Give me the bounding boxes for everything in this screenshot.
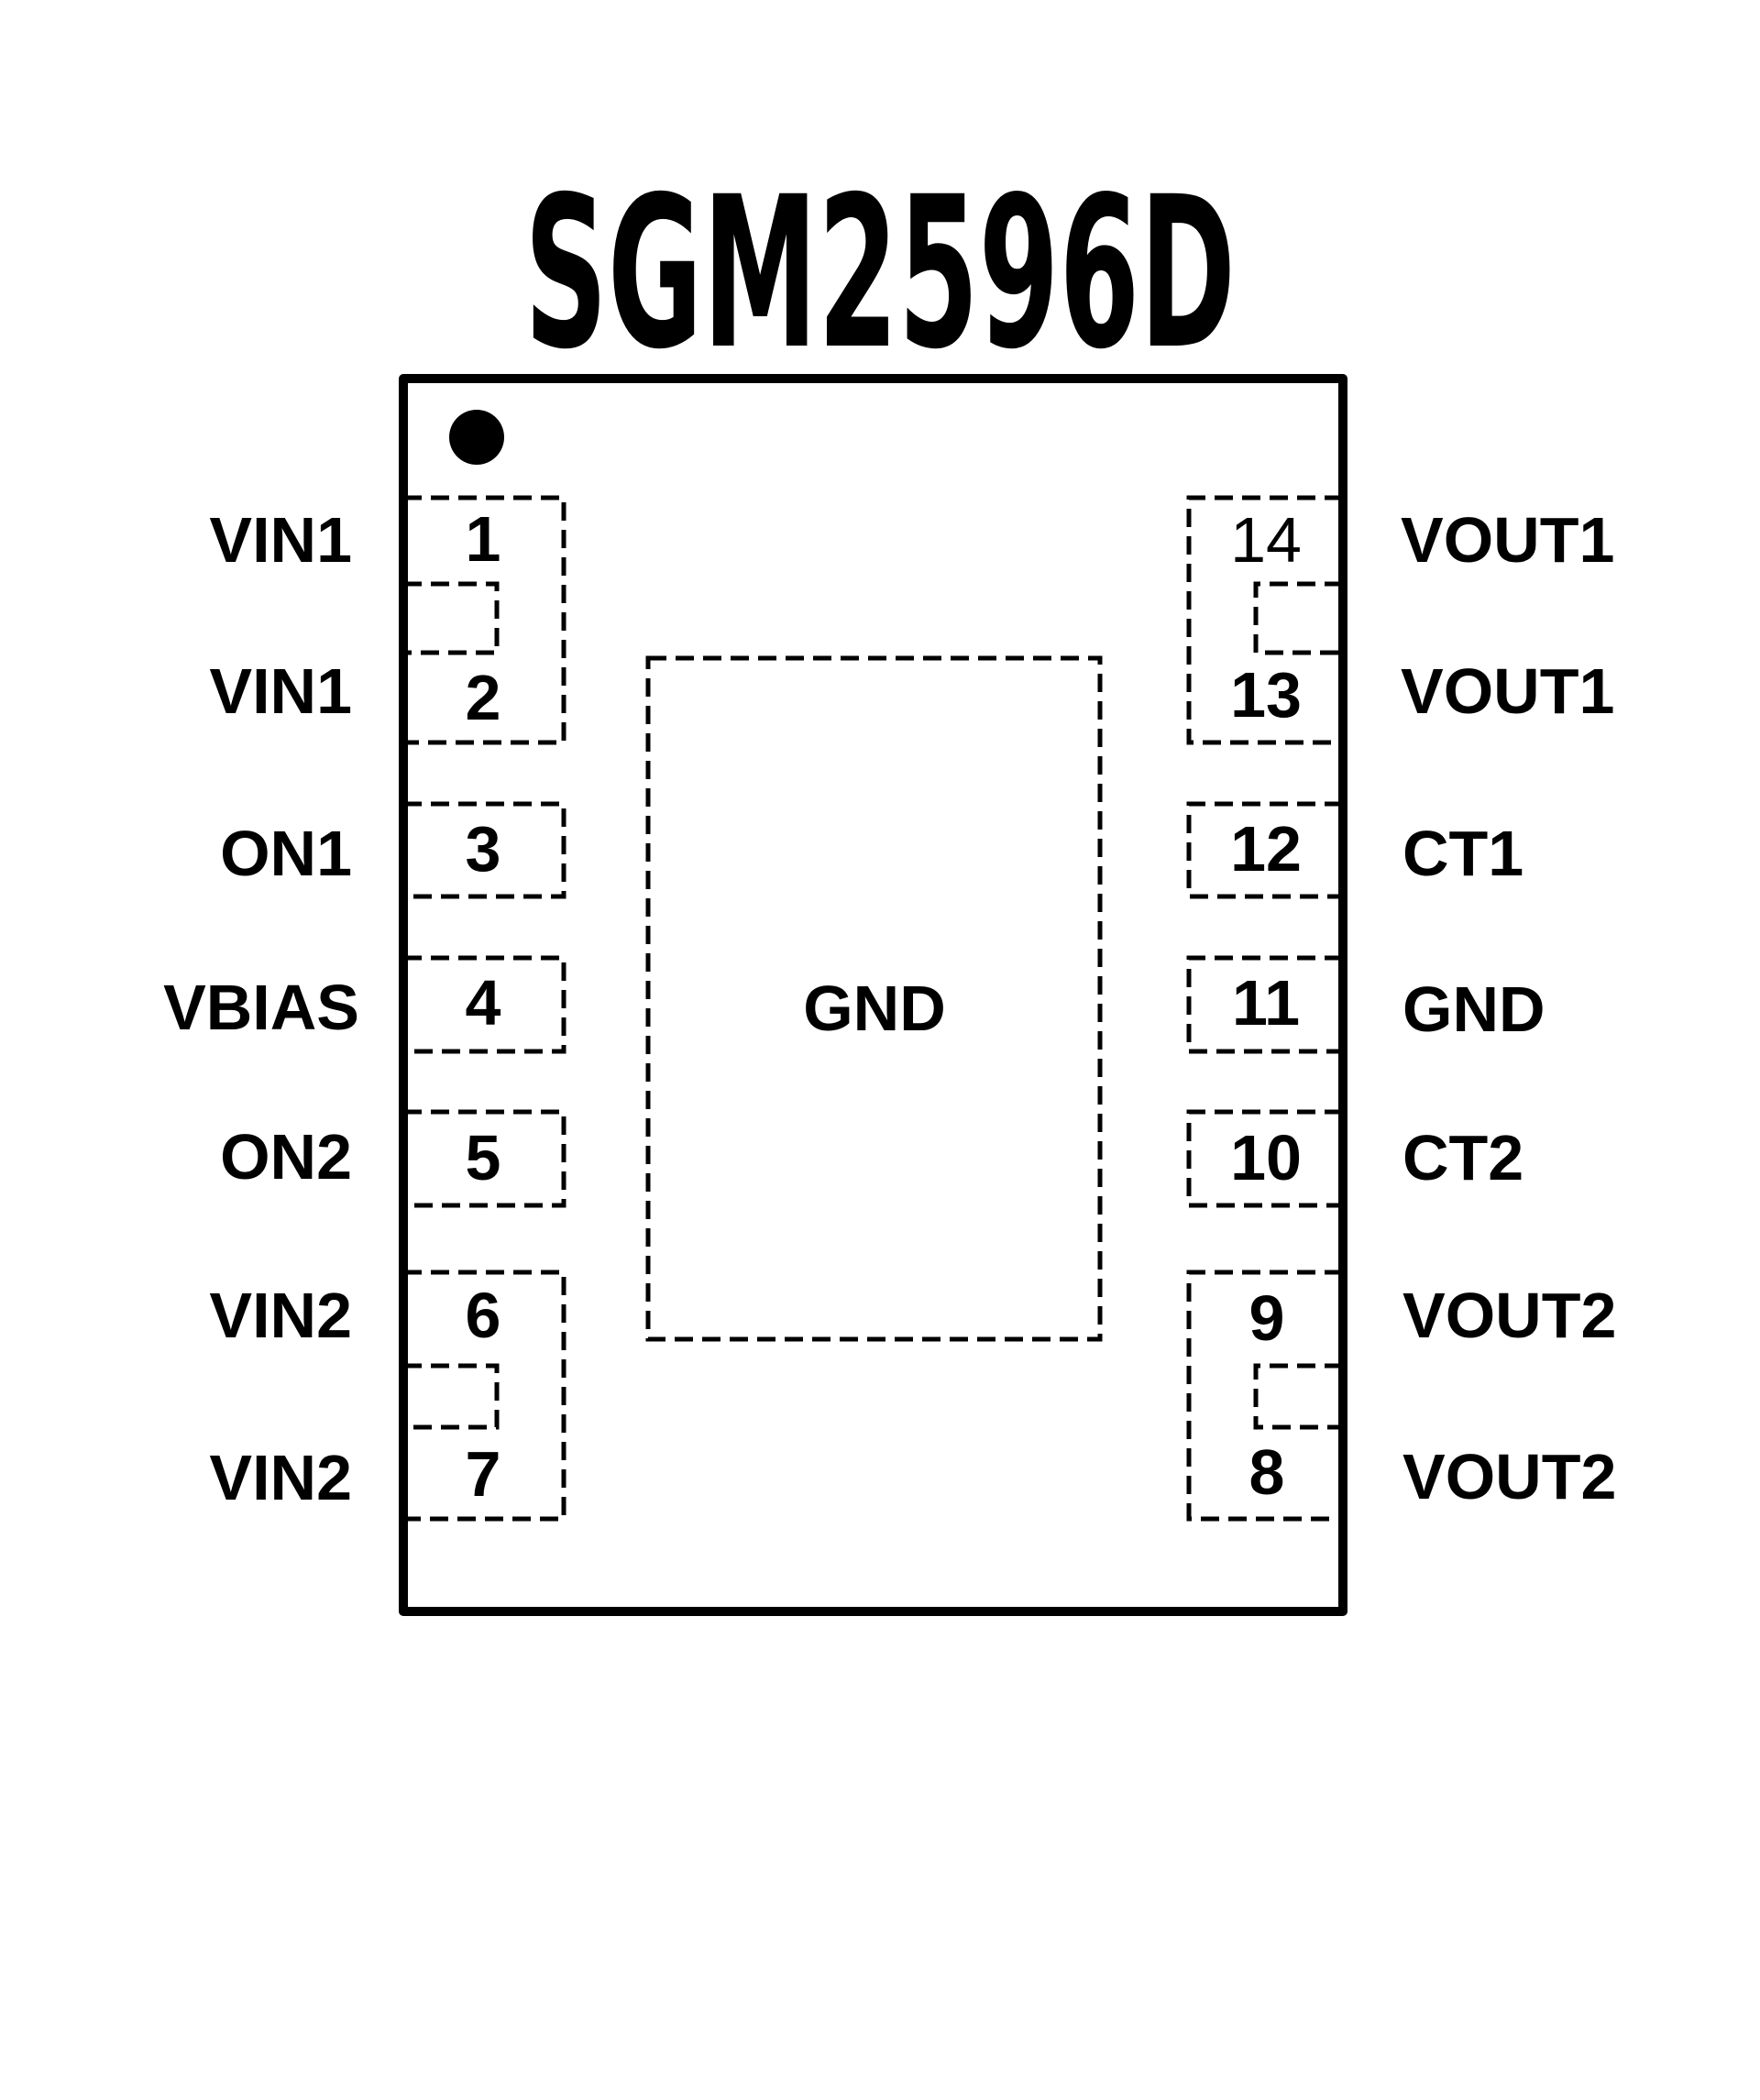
pin-name: VBIAS — [163, 972, 359, 1043]
pin-number: 9 — [1249, 1282, 1285, 1354]
pad-pins-6-7 — [403, 1270, 566, 1522]
pad-pins-14-13 — [1186, 495, 1343, 745]
pad-gap-6-7 — [403, 1363, 500, 1430]
left-pads — [403, 495, 566, 1522]
pin-name: VOUT2 — [1402, 1280, 1616, 1351]
pin-number: 7 — [466, 1438, 501, 1510]
pin-name: VOUT2 — [1402, 1441, 1616, 1512]
part-number-title: SGM2596D — [524, 151, 1236, 395]
pin-name: ON1 — [220, 818, 352, 889]
pad-pins-1-2 — [403, 495, 566, 745]
pad-pin-3 — [403, 801, 566, 899]
pad-pin-12 — [1186, 801, 1343, 899]
exposed-pad-label: GND — [803, 973, 946, 1044]
pin-number: 14 — [1230, 504, 1302, 576]
pad-pin-4 — [403, 955, 566, 1054]
pin-number: 13 — [1230, 659, 1302, 731]
pin-number: 11 — [1232, 967, 1300, 1039]
pin-number: 6 — [466, 1280, 501, 1351]
pin-name: VIN2 — [209, 1280, 352, 1351]
pin1-indicator-dot-icon — [449, 410, 504, 465]
pin-number: 8 — [1249, 1436, 1285, 1508]
exposed-pad — [645, 655, 1103, 1342]
pad-pins-9-8 — [1186, 1270, 1343, 1522]
pad-gap-1-2 — [403, 581, 500, 655]
pin-name: VOUT1 — [1401, 655, 1614, 727]
pin-number: 12 — [1230, 813, 1302, 885]
pad-gap-14-13 — [1253, 581, 1343, 655]
pin-name: VOUT1 — [1401, 504, 1614, 576]
pin-number: 1 — [466, 503, 501, 575]
pin-name: ON2 — [220, 1121, 352, 1193]
pin-name: VIN1 — [209, 655, 352, 727]
pad-gap-9-8 — [1253, 1363, 1343, 1430]
pin-name: VIN1 — [209, 504, 352, 576]
pin-number: 10 — [1230, 1122, 1302, 1193]
pin-name: VIN2 — [209, 1442, 352, 1513]
pad-pin-5 — [403, 1109, 566, 1208]
right-pads — [1186, 495, 1343, 1522]
pad-pin-11 — [1186, 955, 1343, 1054]
pin-number: 5 — [466, 1122, 501, 1193]
pad-pin-10 — [1186, 1109, 1343, 1208]
pin-name: CT1 — [1402, 818, 1524, 889]
pin-number: 3 — [466, 813, 501, 885]
package-outline — [399, 374, 1348, 1616]
pin-number: 4 — [466, 967, 501, 1039]
pin-number: 2 — [466, 662, 501, 733]
pin-name: GND — [1402, 973, 1546, 1045]
pin-name: CT2 — [1402, 1122, 1524, 1193]
